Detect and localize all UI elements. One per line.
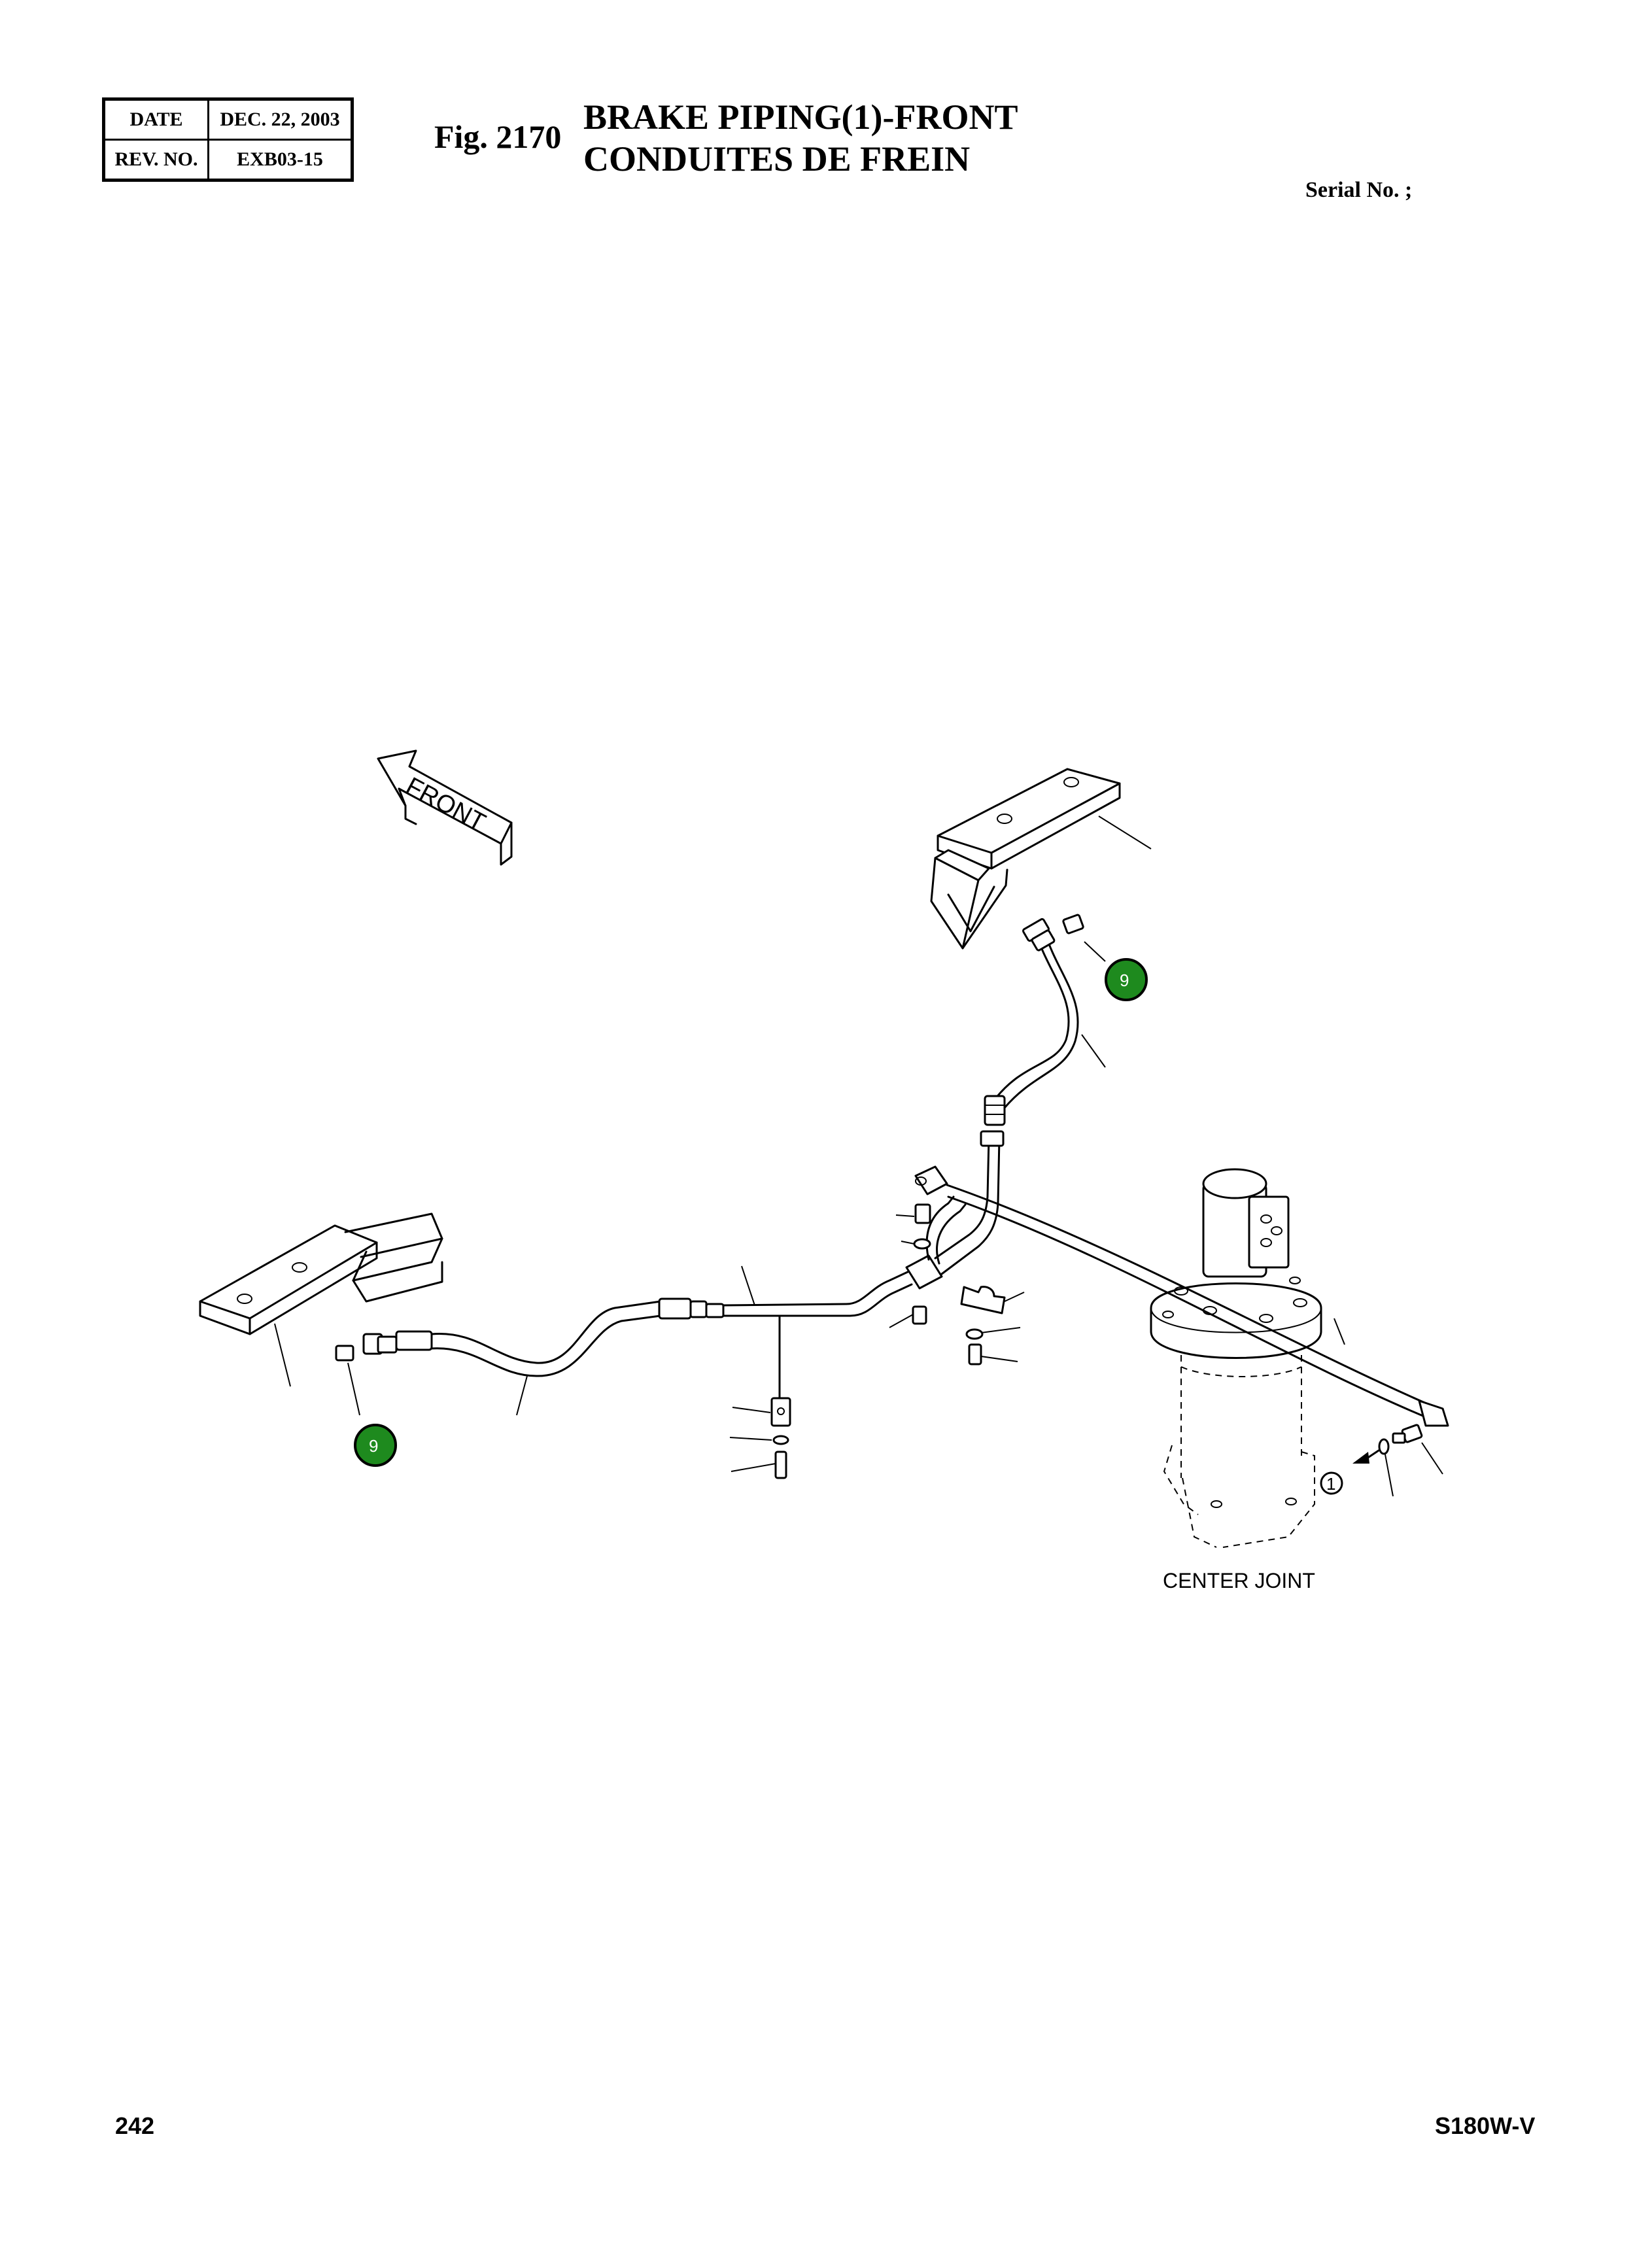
left-fitting (335, 1333, 398, 1416)
center-joint-label: CENTER JOINT (1163, 1569, 1315, 1592)
callout-number: 9 (369, 1436, 378, 1456)
center-joint-port: 1 (1320, 1424, 1443, 1497)
pipe-support-block (729, 1314, 791, 1479)
date-row: DATE DEC. 22, 2003 (103, 98, 353, 141)
title-english: BRAKE PIPING(1)-FRONT (583, 97, 1018, 137)
left-bracket (199, 1212, 443, 1387)
brake-pipe-steel (705, 1130, 1005, 1328)
serial-number-label: Serial No. ; (1305, 178, 1413, 202)
revision-table: DATE DEC. 22, 2003 REV. NO. EXB03-15 (102, 97, 354, 182)
lower-hose (395, 1297, 708, 1416)
callout-ball: 9 (354, 1424, 397, 1467)
page-number: 242 (115, 2112, 155, 2139)
upper-hose (984, 914, 1106, 1126)
title-french: CONDUITES DE FREIN (583, 139, 971, 179)
date-value: DEC. 22, 2003 (207, 98, 353, 141)
pipe-clamp (960, 1286, 1025, 1365)
callout-ball: 9 (1105, 958, 1148, 1001)
rev-value: EXB03-15 (207, 139, 353, 181)
center-joint-assembly (1150, 1168, 1322, 1548)
pipe-to-center-joint (946, 1184, 1449, 1427)
rev-row: REV. NO. EXB03-15 (103, 139, 353, 181)
model-name: S180W-V (1435, 2112, 1536, 2139)
figure-number: Fig. 2170 (434, 118, 562, 155)
reference-mark: 1 (1326, 1474, 1335, 1494)
rev-label: REV. NO. (103, 139, 209, 181)
upper-bracket (930, 768, 1152, 950)
date-label: DATE (103, 98, 209, 141)
front-direction-arrow: FRONT (377, 749, 513, 866)
callout-number: 9 (1120, 970, 1129, 990)
